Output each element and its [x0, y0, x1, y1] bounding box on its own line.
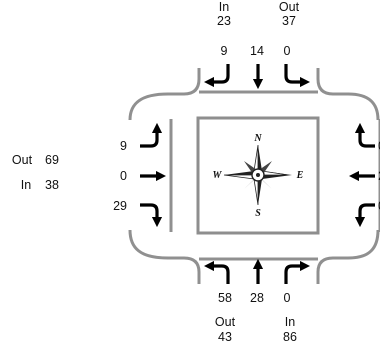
north-out-label: Out: [279, 0, 300, 14]
south-out-total: 43: [218, 330, 232, 344]
south-out-label: Out: [215, 315, 236, 329]
arrow-right-turn-west-icon: [203, 64, 230, 88]
south-right-turn-count: 0: [284, 291, 291, 305]
compass-s-label: S: [255, 208, 261, 219]
south-in-total: 86: [283, 330, 297, 344]
compass-w-label: W: [213, 170, 223, 181]
north-left-turn-count: 0: [284, 44, 291, 58]
west-in-total: 38: [45, 178, 59, 192]
north-out-total: 37: [282, 14, 296, 28]
east-right-turn-count: 0: [378, 139, 380, 153]
west-out-label: Out: [12, 153, 33, 167]
south-through-count: 28: [250, 291, 264, 305]
road-outline: [128, 68, 380, 284]
east-through-count: 2: [378, 169, 380, 183]
arrow-right-turn-east-icon: [284, 260, 311, 284]
arrow-left-turn-north-icon: [140, 122, 163, 148]
north-through-count: 14: [250, 44, 264, 58]
compass-rose-icon: N S W E: [213, 133, 304, 219]
west-left-turn-count: 9: [120, 139, 127, 153]
compass-n-label: N: [253, 133, 262, 144]
compass-e-label: E: [296, 170, 304, 181]
east-left-turn-count: 0: [378, 199, 380, 213]
arrow-left-turn-south-icon: [354, 203, 375, 228]
south-left-turn-count: 58: [218, 291, 232, 305]
west-out-total: 69: [45, 153, 59, 167]
north-in-label: In: [219, 0, 229, 14]
arrow-left-turn-east-icon: [284, 64, 311, 88]
west-through-count: 0: [120, 169, 127, 183]
west-in-label: In: [21, 178, 31, 192]
arrow-right-turn-north-icon: [354, 122, 375, 148]
arrow-right-turn-south-icon: [140, 203, 163, 228]
west-right-turn-count: 29: [113, 199, 127, 213]
north-right-turn-count: 9: [221, 44, 228, 58]
arrow-left-turn-west-icon: [203, 260, 230, 284]
north-in-total: 23: [217, 14, 231, 28]
south-in-label: In: [285, 315, 295, 329]
